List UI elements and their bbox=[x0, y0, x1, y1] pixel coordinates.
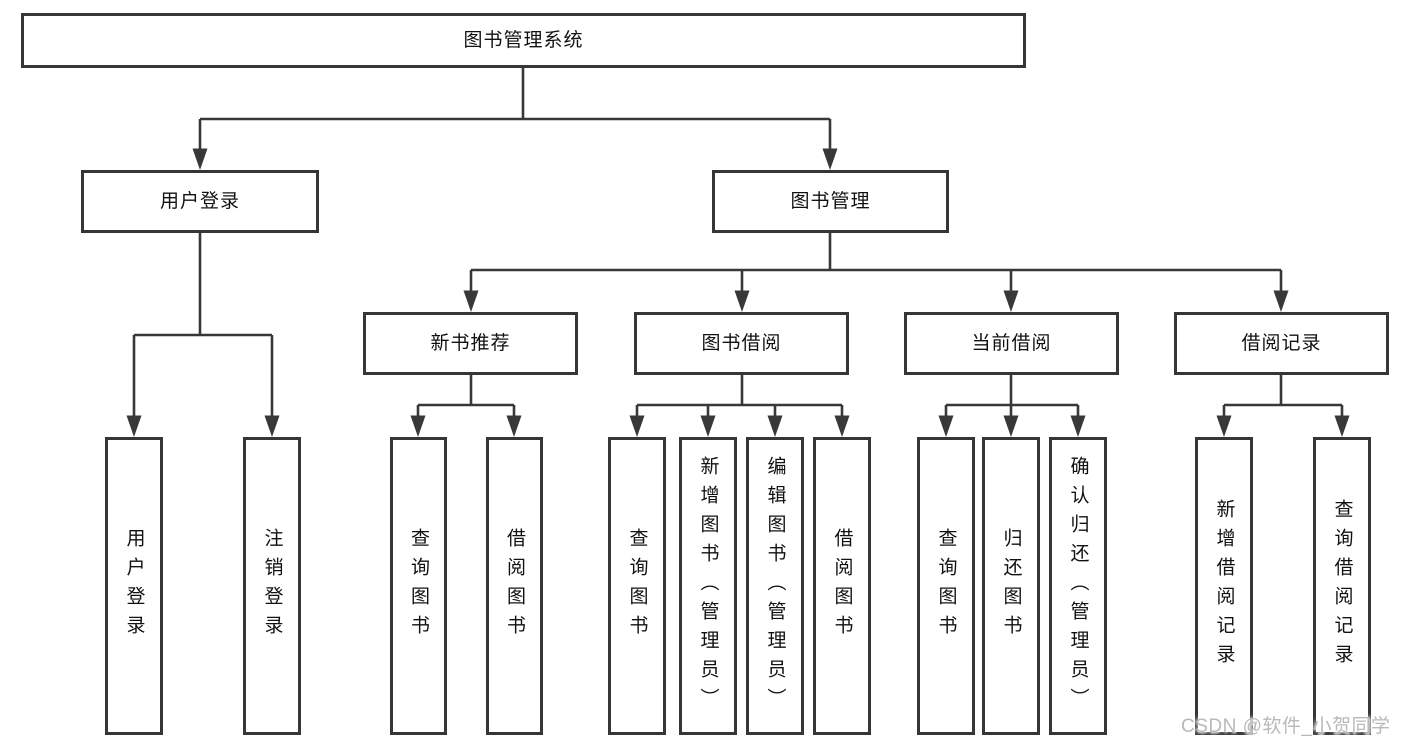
node-current-borrow: 当前借阅 bbox=[904, 312, 1119, 375]
leaf-query-borrow-record: 查询借阅记录 bbox=[1313, 437, 1371, 735]
leaf-query-books-recommend: 查询图书 bbox=[390, 437, 447, 735]
leaf-add-books-admin: 新增图书（管理员） bbox=[679, 437, 737, 735]
leaf-add-borrow-record: 新增借阅记录 bbox=[1195, 437, 1253, 735]
node-borrow-records: 借阅记录 bbox=[1174, 312, 1389, 375]
leaf-borrow-books: 借阅图书 bbox=[813, 437, 871, 735]
leaf-confirm-return-admin: 确认归还（管理员） bbox=[1049, 437, 1107, 735]
arrowhead-icons bbox=[126, 148, 1350, 437]
leaf-borrow-books-recommend: 借阅图书 bbox=[486, 437, 543, 735]
leaf-query-books-current: 查询图书 bbox=[917, 437, 975, 735]
node-new-book-recommend: 新书推荐 bbox=[363, 312, 578, 375]
node-user-login: 用户登录 bbox=[81, 170, 319, 233]
node-book-management: 图书管理 bbox=[712, 170, 949, 233]
node-book-borrow: 图书借阅 bbox=[634, 312, 849, 375]
leaf-edit-books-admin: 编辑图书（管理员） bbox=[746, 437, 804, 735]
node-library-management-system: 图书管理系统 bbox=[21, 13, 1026, 68]
leaf-return-books: 归还图书 bbox=[982, 437, 1040, 735]
leaf-logout: 注销登录 bbox=[243, 437, 301, 735]
leaf-user-login: 用户登录 bbox=[105, 437, 163, 735]
leaf-query-books-borrow: 查询图书 bbox=[608, 437, 666, 735]
watermark: CSDN @软件_小贺同学 bbox=[1181, 716, 1391, 737]
